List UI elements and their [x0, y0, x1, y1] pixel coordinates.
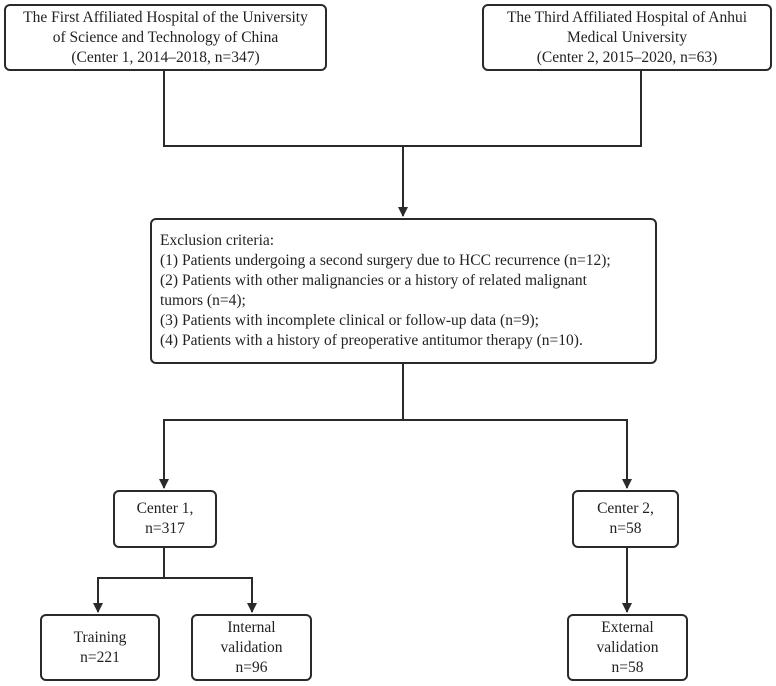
center2-source-line-2: Medical University [566, 28, 688, 46]
internal-validation-label-2: validation [220, 638, 283, 656]
training-count: n=221 [80, 648, 120, 666]
external-validation-label-2: validation [596, 638, 659, 656]
internal-validation-count: n=96 [235, 658, 268, 676]
exclusion-criteria-box: Exclusion criteria: (1) Patients undergo… [150, 218, 657, 364]
exclusion-item-2-continued: tumors (n=4); [160, 292, 246, 309]
center1-result-count: n=317 [145, 520, 185, 537]
internal-validation-box: Internal validation n=96 [191, 614, 312, 681]
exclusion-item-3: (3) Patients with incomplete clinical or… [160, 312, 539, 329]
exclusion-item-2: (2) Patients with other malignancies or … [160, 272, 587, 289]
training-box: Training n=221 [40, 614, 160, 681]
center1-source-line-1: The First Affiliated Hospital of the Uni… [23, 8, 308, 26]
external-validation-box: External validation n=58 [567, 614, 688, 681]
internal-validation-label-1: Internal [227, 618, 276, 636]
center1-source-box: The First Affiliated Hospital of the Uni… [4, 4, 327, 71]
center1-source-line-2: of Science and Technology of China [52, 28, 279, 46]
center2-result-label: Center 2, [597, 500, 654, 517]
center1-result-box: Center 1, n=317 [113, 490, 217, 548]
center2-source-box: The Third Affiliated Hospital of Anhui M… [482, 4, 772, 71]
exclusion-item-1: (1) Patients undergoing a second surgery… [160, 252, 611, 269]
exclusion-title: Exclusion criteria: [160, 232, 275, 249]
center2-source-line-3: (Center 2, 2015–2020, n=63) [536, 48, 718, 66]
center2-result-box: Center 2, n=58 [572, 490, 679, 548]
center2-result-count: n=58 [609, 520, 642, 537]
external-validation-count: n=58 [611, 658, 644, 676]
center1-result-label: Center 1, [136, 500, 194, 517]
training-label: Training [73, 628, 127, 646]
external-validation-label-1: External [601, 618, 654, 636]
exclusion-item-4: (4) Patients with a history of preoperat… [160, 332, 583, 349]
center1-source-line-3: (Center 1, 2014–2018, n=347) [71, 48, 260, 66]
center2-source-line-1: The Third Affiliated Hospital of Anhui [506, 8, 748, 26]
